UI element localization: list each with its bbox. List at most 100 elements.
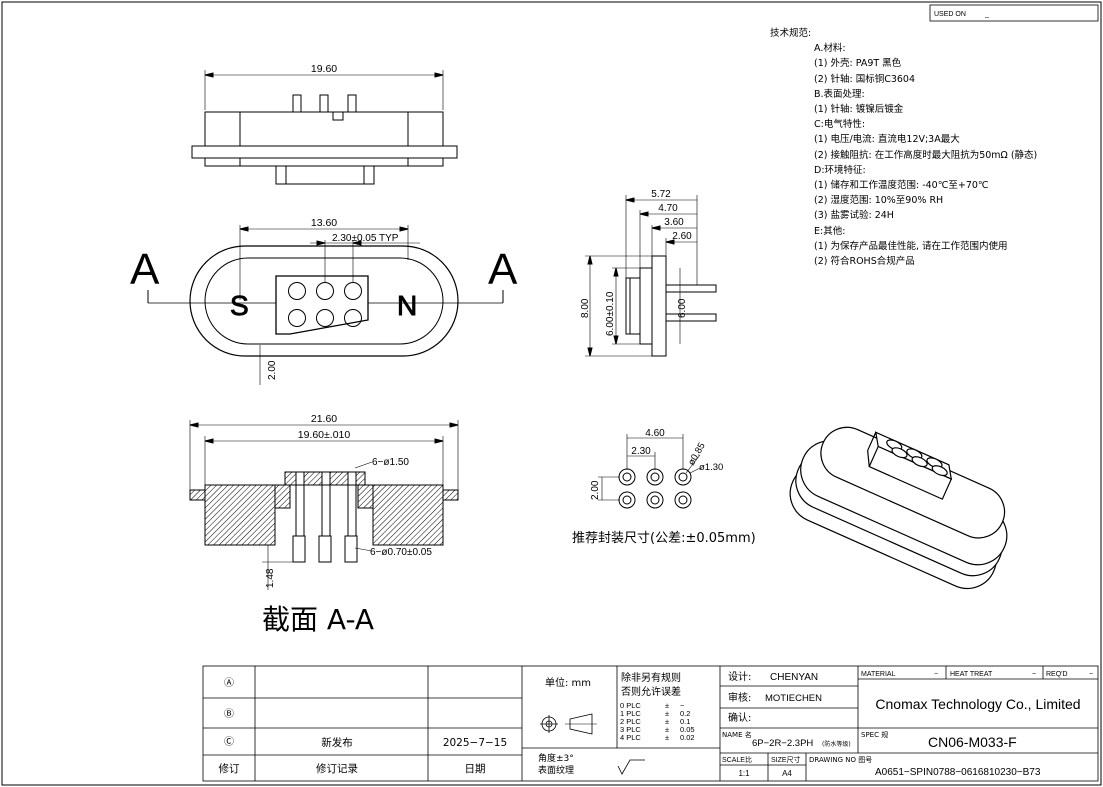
scale-label: SCALE比 (722, 755, 752, 764)
col-date: 日期 (465, 763, 486, 775)
svg-text:0.02: 0.02 (680, 733, 695, 742)
dim-side-2-60: 2.60 (672, 231, 692, 242)
isometric-view (789, 426, 1008, 590)
spec-line: D:环境特征: (814, 164, 866, 176)
svg-text:4 PLC: 4 PLC (620, 733, 641, 742)
reqd-label: REQ'D (1046, 671, 1068, 678)
dim-section-tail-dia: 6−ø0.70±0.05 (370, 547, 432, 558)
spec-line: B.表面处理: (814, 88, 865, 100)
tolerance-head-1: 除非另有规则 (621, 671, 681, 684)
section-mark-right: A (488, 245, 518, 294)
col-revision-record: 修订记录 (316, 762, 358, 775)
size-label: SIZE尺寸 (771, 755, 801, 764)
spec-line: (2) 针轴: 国标铜C3604 (814, 73, 916, 85)
svg-text:0 PLC: 0 PLC (620, 701, 641, 710)
dim-section-19-60: 19.60±.010 (298, 429, 351, 441)
confirm-label: 确认: (728, 711, 751, 724)
dim-pin-pitch: 2.30±0.05 TYP (332, 233, 399, 244)
dim-section-1-48: 1.48 (265, 568, 276, 588)
drawing-no-value: A0651−SPIN0788−0616810230−B73 (875, 767, 1041, 778)
spec-line: E:其他: (814, 225, 846, 237)
scale-value: 1:1 (738, 769, 750, 778)
svg-text:±: ± (665, 733, 669, 742)
surface-texture-label: 表面纹理 (538, 764, 574, 776)
svg-text:−: − (680, 701, 685, 710)
unit-label: 单位: mm (545, 676, 591, 689)
col-revision: 修订 (219, 762, 240, 775)
spec-line: (1) 储存和工作温度范围: -40℃至+70℃ (814, 180, 989, 192)
reqd-value: − (1089, 671, 1093, 678)
dim-pad-4-60: 4.60 (645, 428, 665, 439)
pole-s-label: S (230, 290, 249, 321)
front-view (147, 225, 504, 385)
tolerance-head-2: 否则允许误差 (621, 685, 681, 698)
dim-pad-2-00: 2.00 (590, 480, 601, 500)
review-value: MOTIECHEN (765, 693, 822, 704)
top-view (191, 70, 458, 185)
name-value: 6P−2R−2.3PH (752, 738, 813, 749)
spec-value: CN06-M033-F (928, 734, 1017, 750)
dim-front-2-00: 2.00 (267, 360, 278, 380)
dim-pad-1-30: ø1.30 (699, 462, 723, 473)
svg-text:0.1: 0.1 (680, 717, 690, 726)
svg-text:2 PLC: 2 PLC (620, 717, 641, 726)
dim-side-6-00-tol: 6.00±0.10 (605, 291, 616, 336)
section-mark-left: A (130, 245, 160, 294)
svg-text:3 PLC: 3 PLC (620, 725, 641, 734)
spec-label: SPEC 规 (861, 730, 888, 739)
technical-spec-notes: 技术规范: A.材料: (1) 外壳: PA9T 黑色 (2) 针轴: 国标铜C… (770, 26, 1037, 269)
heat-treat-label: HEAT TREAT (950, 671, 993, 678)
name-suffix: (防水等级) (822, 740, 851, 748)
spec-line: (3) 盐雾试验: 24H (814, 210, 894, 222)
pad-caption: 推荐封装尺寸(公差:±0.05mm) (572, 531, 756, 546)
tolerance-table: 0 PLC ± − 1 PLC ± 0.2 2 PLC ± 0.1 3 PLC … (620, 701, 695, 742)
svg-text:±: ± (665, 717, 669, 726)
release-date: 2025−7−15 (443, 737, 507, 749)
heat-treat-value: − (1032, 671, 1036, 678)
name-label: NAME 名 (722, 730, 752, 739)
svg-text:±: ± (665, 725, 669, 734)
used-on-box (929, 4, 1099, 22)
design-value: CHENYAN (770, 672, 818, 683)
spec-line: (1) 为保存产品最佳性能, 请在工作范围内使用 (814, 240, 1008, 252)
section-title: 截面 A-A (262, 603, 374, 636)
spec-line: (1) 外壳: PA9T 黑色 (814, 58, 902, 70)
spec-line: C:电气特性: (814, 119, 866, 131)
section-a-a-view (189, 420, 459, 590)
rev-marker-a: Ⓐ (224, 677, 234, 689)
side-view (585, 195, 717, 357)
dim-side-5-72: 5.72 (651, 189, 671, 200)
dim-section-21-60: 21.60 (311, 413, 337, 425)
size-value: A4 (782, 769, 792, 778)
dim-front-13-60: 13.60 (311, 217, 337, 229)
company-name: Cnomax Technology Co., Limited (875, 696, 1080, 712)
dim-side-6-00: 6.00 (677, 298, 688, 318)
spec-line: A.材料: (814, 43, 846, 55)
pole-n-label: N (397, 290, 417, 321)
spec-line: (2) 接触阻抗: 在工作高度时最大阻抗为50mΩ (静态) (814, 149, 1038, 161)
dim-top-width: 19.60 (311, 63, 337, 75)
spec-title: 技术规范: (770, 28, 812, 39)
material-label: MATERIAL (861, 671, 896, 678)
dim-side-3-60: 3.60 (664, 217, 684, 228)
spec-line: (1) 针轴: 镀镍后镀金 (814, 104, 904, 116)
spec-line: (2) 湿度范围: 10%至90% RH (814, 195, 944, 207)
svg-text:±: ± (665, 701, 669, 710)
svg-text:±: ± (665, 709, 669, 718)
dim-side-8-00: 8.00 (580, 298, 591, 318)
title-block (202, 665, 1099, 782)
rev-marker-b: Ⓑ (224, 708, 234, 720)
svg-text:_: _ (984, 11, 989, 18)
used-on-label: USED ON (934, 11, 966, 18)
review-label: 审核: (728, 691, 751, 704)
svg-text:0.05: 0.05 (680, 725, 695, 734)
rev-marker-c: Ⓒ (224, 736, 234, 748)
pad-layout (598, 434, 701, 509)
angle-tolerance: 角度±3° (538, 752, 574, 764)
material-value: − (934, 671, 938, 678)
drawing-no-label: DRAWING NO 图号 (809, 756, 872, 764)
svg-text:1 PLC: 1 PLC (620, 709, 641, 718)
dim-section-pin-dia: 6−ø1.50 (372, 457, 409, 468)
